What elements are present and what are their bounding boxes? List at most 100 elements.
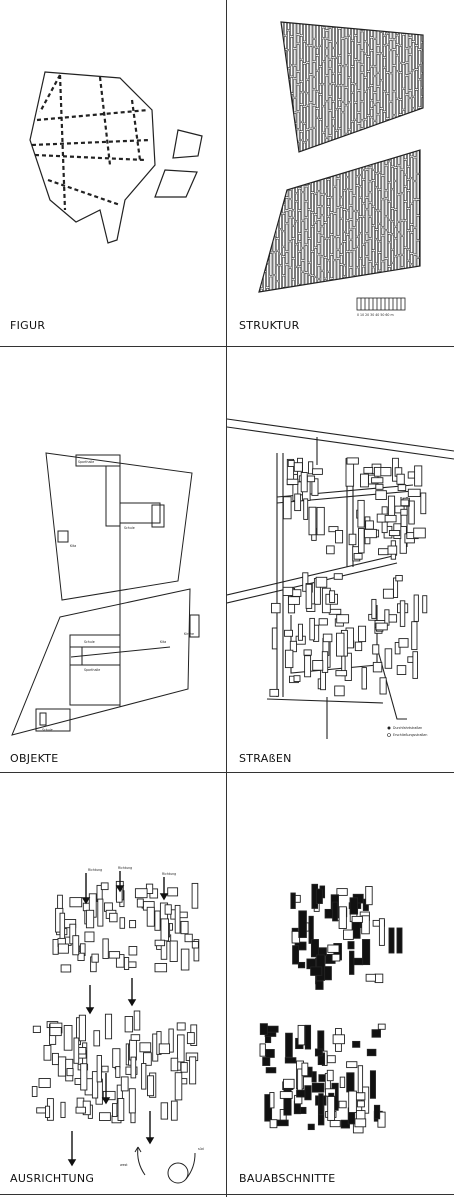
structure-strip xyxy=(325,75,329,101)
structure-strip xyxy=(287,88,290,116)
structure-strip xyxy=(298,266,302,285)
phase-block xyxy=(298,910,307,938)
orientation-block xyxy=(180,920,189,935)
structure-strip xyxy=(354,84,358,103)
structure-strip xyxy=(282,214,286,231)
structure-strip xyxy=(327,197,330,207)
structure-strip xyxy=(397,232,401,255)
structure-strip xyxy=(331,48,335,57)
structure-strip xyxy=(339,150,343,169)
structure-strip xyxy=(307,238,311,263)
structure-strip xyxy=(370,22,374,37)
structure-strip xyxy=(383,36,386,45)
structure-strip xyxy=(295,201,298,221)
building-block xyxy=(371,477,384,484)
structure-strip xyxy=(317,206,321,220)
arrow-head xyxy=(67,1159,77,1167)
structure-strip xyxy=(327,179,330,198)
phase-block xyxy=(329,1120,341,1128)
building-block xyxy=(289,640,297,653)
building-block xyxy=(293,462,303,472)
structure-strip xyxy=(357,61,361,91)
structure-strip xyxy=(311,212,314,226)
structure-strip xyxy=(266,175,270,192)
structure-strip xyxy=(376,22,380,46)
orientation-block xyxy=(120,1076,129,1092)
structure-strip xyxy=(323,239,327,257)
building-block xyxy=(387,545,398,555)
structure-strip xyxy=(307,275,311,290)
structure-strip xyxy=(330,170,334,197)
orientation-block xyxy=(136,898,144,908)
structure-strip xyxy=(383,57,386,68)
structure-strip xyxy=(399,127,402,140)
structure-strip xyxy=(315,118,319,147)
structure-strip xyxy=(312,105,316,128)
structure-strip xyxy=(303,63,306,92)
orientation-block xyxy=(154,910,161,931)
structure-strip xyxy=(413,255,417,272)
structure-strip xyxy=(411,41,415,70)
structure-strip xyxy=(357,22,361,28)
structure-strip xyxy=(296,22,300,35)
structure-strip xyxy=(317,243,321,254)
structure-strip xyxy=(400,150,404,170)
structure-strip xyxy=(312,89,316,105)
tag-8: Kirche xyxy=(184,632,194,636)
arrow-head xyxy=(159,893,169,901)
structure-strip xyxy=(295,175,298,193)
legend-item-1: Durchfahrtstraßen xyxy=(393,726,422,730)
strassen-title: STRAßEN xyxy=(239,752,292,765)
structure-strip xyxy=(349,150,353,166)
structure-strip xyxy=(303,92,306,107)
structure-strip xyxy=(285,288,289,292)
structure-strip xyxy=(352,155,356,167)
structure-strip xyxy=(363,78,367,92)
structure-strip xyxy=(359,216,362,233)
structure-strip xyxy=(312,22,316,39)
orientation-block xyxy=(154,963,168,973)
structure-strip xyxy=(373,139,377,152)
structure-strip xyxy=(330,212,334,234)
building-block xyxy=(302,572,309,592)
structure-strip xyxy=(301,248,305,261)
structure-strip xyxy=(408,73,412,90)
structure-strip xyxy=(330,255,334,279)
structure-strip xyxy=(352,167,356,196)
structure-strip xyxy=(418,49,422,65)
tag-2: Schule xyxy=(124,526,135,530)
structure-strip xyxy=(319,46,322,66)
structure-strip xyxy=(413,290,417,292)
structure-strip xyxy=(370,37,374,50)
structure-strip xyxy=(322,106,326,133)
struktur-hatch-north xyxy=(281,22,423,177)
structure-strip xyxy=(352,276,356,288)
phase-block xyxy=(353,957,364,966)
orientation-block xyxy=(164,904,172,915)
structure-strip xyxy=(392,22,396,39)
structure-strip xyxy=(307,154,309,177)
structure-strip xyxy=(403,187,407,202)
structure-strip xyxy=(416,240,420,258)
structure-strip xyxy=(346,210,350,220)
structure-strip xyxy=(344,134,348,152)
structure-strip xyxy=(386,142,390,152)
structure-strip xyxy=(263,165,266,178)
structure-strip xyxy=(413,181,417,199)
structure-strip xyxy=(317,164,321,180)
structure-strip xyxy=(421,88,423,97)
structure-strip xyxy=(395,55,399,71)
arrow-head xyxy=(145,1137,155,1145)
structure-strip xyxy=(259,280,260,292)
structure-strip xyxy=(331,126,335,150)
structure-strip xyxy=(367,22,370,45)
structure-strip xyxy=(327,217,330,238)
structure-strip xyxy=(403,175,407,187)
structure-strip xyxy=(259,246,260,256)
structure-strip xyxy=(298,161,302,188)
struktur-panel: 0 10 20 30 40 50 60 m STRUKTUR xyxy=(227,0,454,346)
structure-strip xyxy=(371,225,375,250)
structure-strip xyxy=(387,202,391,220)
structure-strip xyxy=(282,204,286,214)
structure-strip xyxy=(282,150,286,168)
